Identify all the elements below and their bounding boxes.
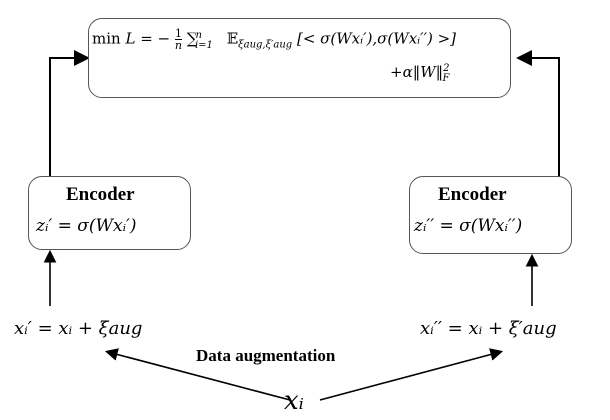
- expectation-subscript: ξaug,ξ′aug: [238, 39, 293, 51]
- left-encoder-title: Encoder: [66, 184, 135, 205]
- regularizer: +α‖W‖: [390, 63, 444, 81]
- objective-line2: +α‖W‖2F: [390, 63, 456, 84]
- arrow-right-encoder-to-objective: [516, 50, 560, 180]
- min-operator: min: [92, 29, 121, 48]
- sum-lower: i=1: [194, 39, 213, 51]
- right-encoder-box: [409, 176, 572, 254]
- expectation-symbol: 𝔼: [226, 29, 239, 48]
- bracket-body: [< σ(Wxᵢ′),σ(Wxᵢ′′) >]: [296, 29, 457, 48]
- arrow-left-encoder-to-objective: [49, 50, 90, 180]
- right-encoder-formula: zᵢ′′ = σ(Wxᵢ′′): [414, 216, 523, 236]
- sum-upper: n: [195, 29, 202, 41]
- fraction-numerator: 1: [174, 27, 182, 40]
- source-variable: xᵢ: [284, 386, 304, 416]
- left-input-formula: xᵢ′ = xᵢ + ξaug: [14, 318, 143, 339]
- regularizer-sup: 2: [443, 63, 450, 74]
- sum-symbol: ∑: [186, 29, 198, 48]
- arrow-source-to-left-input: [104, 348, 291, 401]
- regularizer-sub: F: [442, 73, 450, 84]
- left-encoder-formula: zᵢ′ = σ(Wxᵢ′): [36, 216, 137, 236]
- arrow-source-to-right-input: [319, 348, 504, 401]
- fraction-denominator: n: [174, 39, 182, 52]
- objective-box: [88, 18, 511, 98]
- objective-line1: min L = − 1 n ∑ni=1 𝔼ξaug,ξ′aug [< σ(Wxᵢ…: [92, 28, 456, 51]
- left-encoder-box: [28, 176, 191, 250]
- right-input-formula: xᵢ′′ = xᵢ + ξ′aug: [420, 318, 557, 339]
- augmentation-label: Data augmentation: [196, 346, 336, 365]
- fraction: 1 n: [174, 27, 182, 52]
- equals-minus: = −: [140, 29, 171, 48]
- loss-symbol: L: [125, 29, 136, 48]
- right-encoder-title: Encoder: [438, 184, 507, 205]
